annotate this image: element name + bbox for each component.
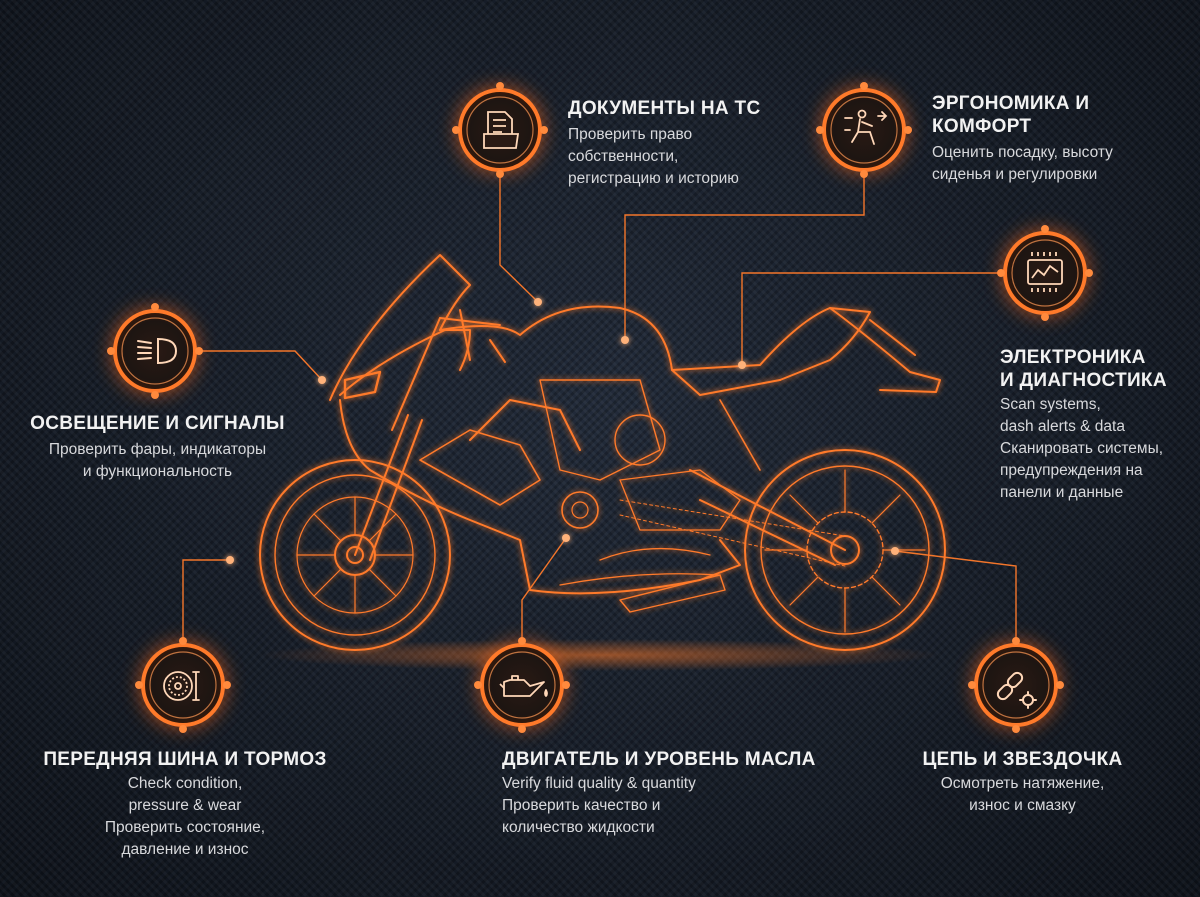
- document-folder-icon: [483, 111, 520, 149]
- label-line: Проверить состояние,: [104, 819, 266, 836]
- label-line: количество жидкости: [502, 819, 655, 836]
- floor-glow: [260, 639, 940, 671]
- node-engine-oil: [474, 637, 570, 733]
- label-line: dash alerts & data: [1000, 418, 1125, 435]
- label-title: ОСВЕЩЕНИЕ И СИГНАЛЫ: [30, 413, 285, 434]
- node-front-tire: [135, 637, 231, 733]
- node-chain: [968, 637, 1064, 733]
- label-line: Сканировать системы,: [1000, 440, 1164, 457]
- label-line: износ и смазку: [969, 797, 1076, 814]
- label-title: ДВИГАТЕЛЬ И УРОВЕНЬ МАСЛА: [502, 749, 816, 770]
- seated-rider-icon: [844, 109, 888, 145]
- label-line: Verify fluid quality & quantity: [502, 775, 696, 792]
- label-engine-oil: ДВИГАТЕЛЬ И УРОВЕНЬ МАСЛА Verify fluid q…: [502, 748, 822, 839]
- label-title: ЦЕПЬ И ЗВЕЗДОЧКА: [922, 749, 1123, 770]
- node-electronics: [997, 225, 1093, 321]
- label-lighting: ОСВЕЩЕНИЕ И СИГНАЛЫ Проверить фары, инди…: [20, 412, 295, 483]
- label-line: Проверить право: [568, 126, 693, 143]
- label-line: панели и данные: [1000, 484, 1124, 501]
- label-documents: ДОКУМЕНТЫ НА ТС Проверить право собствен…: [568, 97, 808, 190]
- label-line: сиденья и регулировки: [932, 166, 1098, 183]
- label-line: pressure & wear: [128, 797, 242, 814]
- label-line: собственности,: [568, 148, 679, 165]
- headlight-icon: [137, 337, 178, 365]
- node-documents: [452, 82, 548, 178]
- label-title: ЭРГОНОМИКА И: [932, 93, 1090, 114]
- label-title: КОМФОРТ: [932, 116, 1032, 137]
- label-line: и функциональность: [82, 463, 233, 480]
- label-title: ПЕРЕДНЯЯ ШИНА И ТОРМОЗ: [43, 749, 327, 770]
- diagnostic-screen-icon: [1027, 252, 1063, 292]
- chain-gear-icon: [996, 671, 1037, 709]
- label-ergonomics: ЭРГОНОМИКА И КОМФОРТ Оценить посадку, вы…: [932, 92, 1172, 186]
- label-electronics: ЭЛЕКТРОНИКА И ДИАГНОСТИКА Scan systems, …: [1000, 346, 1195, 504]
- label-line: Осмотреть натяжение,: [940, 775, 1105, 792]
- label-line: предупреждения на: [1000, 462, 1143, 479]
- label-line: Check condition,: [127, 775, 243, 792]
- node-ergonomics: [816, 82, 912, 178]
- connector-lines: [182, 172, 1017, 640]
- node-lighting: [107, 303, 203, 399]
- label-line: регистрацию и историю: [568, 170, 739, 187]
- oil-can-icon: [499, 675, 548, 697]
- label-front-tire: ПЕРЕДНЯЯ ШИНА И ТОРМОЗ Check condition, …: [40, 748, 330, 861]
- label-title: ЭЛЕКТРОНИКА: [1000, 347, 1146, 368]
- tire-wrench-icon: [163, 671, 200, 701]
- label-line: Оценить посадку, высоту: [932, 144, 1113, 161]
- motorcycle-outline: [259, 254, 946, 651]
- label-line: Проверить качество и: [502, 797, 661, 814]
- label-chain: ЦЕПЬ И ЗВЕЗДОЧКА Осмотреть натяжение, из…: [910, 748, 1135, 817]
- label-title: ДОКУМЕНТЫ НА ТС: [568, 98, 761, 119]
- label-line: Проверить фары, индикаторы: [48, 441, 267, 458]
- anchor-dots: [226, 298, 899, 564]
- label-line: давление и износ: [121, 841, 249, 858]
- label-title: И ДИАГНОСТИКА: [1000, 370, 1167, 391]
- label-line: Scan systems,: [1000, 396, 1101, 413]
